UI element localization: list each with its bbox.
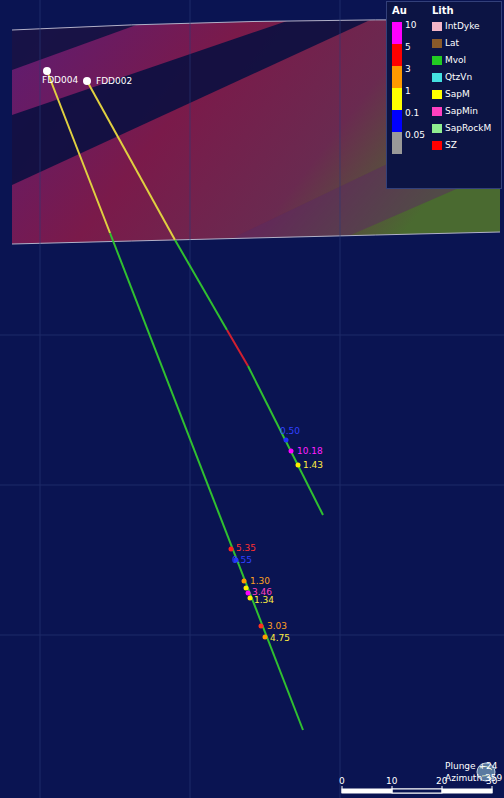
hole-name: FDD002: [96, 77, 132, 86]
legend-swatch: [392, 132, 402, 154]
view-plunge: Plunge +24: [445, 762, 497, 771]
legend-swatch: [392, 44, 402, 66]
scale-label: 20: [436, 777, 447, 786]
legend-text: IntDyke: [445, 22, 480, 31]
legend-text: SZ: [445, 141, 457, 150]
legend-text: 3: [405, 65, 411, 74]
scale-label: 0: [339, 777, 345, 786]
legend-text: 1: [405, 87, 411, 96]
assay-value: 5.35: [236, 544, 256, 553]
legend-text: 0.1: [405, 109, 419, 118]
legend-text: 10: [405, 21, 416, 30]
legend-heading: Au: [392, 6, 407, 16]
assay-value: 10.18: [297, 447, 323, 456]
legend-swatch: [432, 124, 442, 133]
legend-swatch: [432, 90, 442, 99]
legend-swatch: [392, 88, 402, 110]
assay-value: 1.34: [254, 596, 274, 605]
legend-text: 5: [405, 43, 411, 52]
legend-panel: [386, 1, 502, 189]
legend-swatch: [392, 110, 402, 132]
legend-swatch: [432, 107, 442, 116]
assay-value: 0.55: [232, 556, 252, 565]
assay-value: 3.03: [267, 622, 287, 631]
legend-text: QtzVn: [445, 73, 472, 82]
legend-swatch: [432, 73, 442, 82]
legend-text: 0.05: [405, 131, 425, 140]
assay-value: 1.30: [250, 577, 270, 586]
legend-text: SapM: [445, 90, 470, 99]
legend-heading: Lith: [432, 6, 454, 16]
assay-value: 0.50: [280, 427, 300, 436]
hole-name: FDD004: [42, 76, 78, 85]
legend-swatch: [392, 22, 402, 44]
legend-text: Lat: [445, 39, 459, 48]
legend-swatch: [432, 39, 442, 48]
legend-text: SapMin: [445, 107, 478, 116]
scale-label: 10: [386, 777, 397, 786]
assay-value: 4.75: [270, 634, 290, 643]
scale-label: 30: [486, 777, 497, 786]
legend-swatch: [432, 22, 442, 31]
legend-text: Mvol: [445, 56, 466, 65]
legend-swatch: [392, 66, 402, 88]
legend-swatch: [432, 141, 442, 150]
assay-value: 1.43: [303, 461, 323, 470]
legend-text: SapRockM: [445, 124, 491, 133]
legend-swatch: [432, 56, 442, 65]
